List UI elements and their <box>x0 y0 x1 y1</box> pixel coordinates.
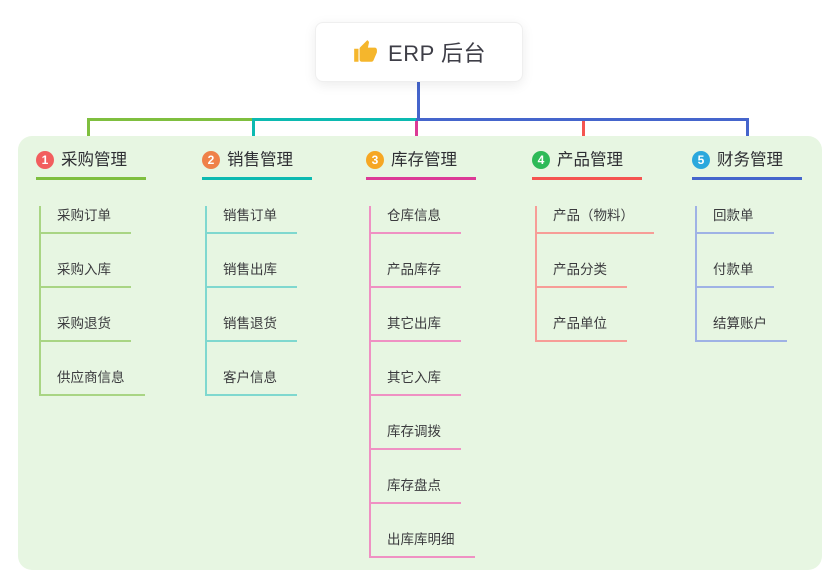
connector-root-vertical <box>417 82 420 120</box>
child-node[interactable]: 客户信息 <box>207 368 297 396</box>
branch-sales-children: 销售订单 销售出库 销售退货 客户信息 <box>205 206 366 396</box>
child-node[interactable]: 销售退货 <box>207 314 297 342</box>
branch-label: 产品管理 <box>557 151 623 169</box>
branch-product-header[interactable]: 4 产品管理 <box>532 149 642 180</box>
branch-inventory-children: 仓库信息 产品库存 其它出库 其它入库 库存调拨 库存盘点 出库库明细 <box>369 206 530 558</box>
child-node[interactable]: 其它入库 <box>371 368 461 396</box>
connector-horizontal-blue <box>416 118 749 121</box>
child-node[interactable]: 结算账户 <box>697 314 787 342</box>
branch-sales-header[interactable]: 2 销售管理 <box>202 149 312 180</box>
thumbs-up-icon <box>354 40 377 62</box>
child-node[interactable]: 库存调拨 <box>371 422 461 450</box>
root-node[interactable]: ERP 后台 <box>315 22 523 82</box>
branch-number-badge: 1 <box>36 151 54 169</box>
connector-drop-branch-4 <box>582 118 585 147</box>
branch-finance-header[interactable]: 5 财务管理 <box>692 149 802 180</box>
branch-purchase-header[interactable]: 1 采购管理 <box>36 149 146 180</box>
connector-drop-branch-5 <box>746 118 749 148</box>
child-node[interactable]: 回款单 <box>697 206 774 234</box>
child-node[interactable]: 供应商信息 <box>41 368 145 396</box>
branch-finance-children: 回款单 付款单 结算账户 <box>695 206 839 342</box>
child-node[interactable]: 销售订单 <box>207 206 297 234</box>
child-node[interactable]: 产品分类 <box>537 260 627 288</box>
branch-label: 销售管理 <box>227 151 293 169</box>
connector-horizontal-green <box>87 118 252 121</box>
child-node[interactable]: 采购订单 <box>41 206 131 234</box>
child-node[interactable]: 产品单位 <box>537 314 627 342</box>
connector-horizontal-teal <box>252 118 418 121</box>
branch-label: 财务管理 <box>717 151 783 169</box>
branch-number-badge: 5 <box>692 151 710 169</box>
branch-product-children: 产品（物料） 产品分类 产品单位 <box>535 206 696 342</box>
child-node[interactable]: 销售出库 <box>207 260 297 288</box>
branch-product: 4 产品管理 产品（物料） 产品分类 产品单位 <box>532 149 696 342</box>
branch-purchase: 1 采购管理 采购订单 采购入库 采购退货 供应商信息 <box>36 149 200 396</box>
child-node[interactable]: 仓库信息 <box>371 206 461 234</box>
child-node[interactable]: 付款单 <box>697 260 774 288</box>
branch-sales: 2 销售管理 销售订单 销售出库 销售退货 客户信息 <box>202 149 366 396</box>
child-node[interactable]: 其它出库 <box>371 314 461 342</box>
branch-number-badge: 2 <box>202 151 220 169</box>
branch-label: 采购管理 <box>61 151 127 169</box>
root-node-label: ERP 后台 <box>388 41 486 66</box>
child-node[interactable]: 出库库明细 <box>371 530 475 558</box>
branch-inventory-header[interactable]: 3 库存管理 <box>366 149 476 180</box>
branch-inventory: 3 库存管理 仓库信息 产品库存 其它出库 其它入库 库存调拨 库存盘点 出库库… <box>366 149 530 558</box>
branch-number-badge: 3 <box>366 151 384 169</box>
branch-label: 库存管理 <box>391 151 457 169</box>
child-node[interactable]: 库存盘点 <box>371 476 461 504</box>
connector-drop-branch-2 <box>252 118 255 148</box>
branch-purchase-children: 采购订单 采购入库 采购退货 供应商信息 <box>39 206 200 396</box>
child-node[interactable]: 采购入库 <box>41 260 131 288</box>
child-node[interactable]: 产品（物料） <box>537 206 654 234</box>
connector-drop-branch-3 <box>415 118 418 148</box>
branches-panel <box>18 136 822 570</box>
child-node[interactable]: 采购退货 <box>41 314 131 342</box>
child-node[interactable]: 产品库存 <box>371 260 461 288</box>
branch-finance: 5 财务管理 回款单 付款单 结算账户 <box>692 149 839 342</box>
branch-number-badge: 4 <box>532 151 550 169</box>
connector-drop-branch-1 <box>87 118 90 148</box>
